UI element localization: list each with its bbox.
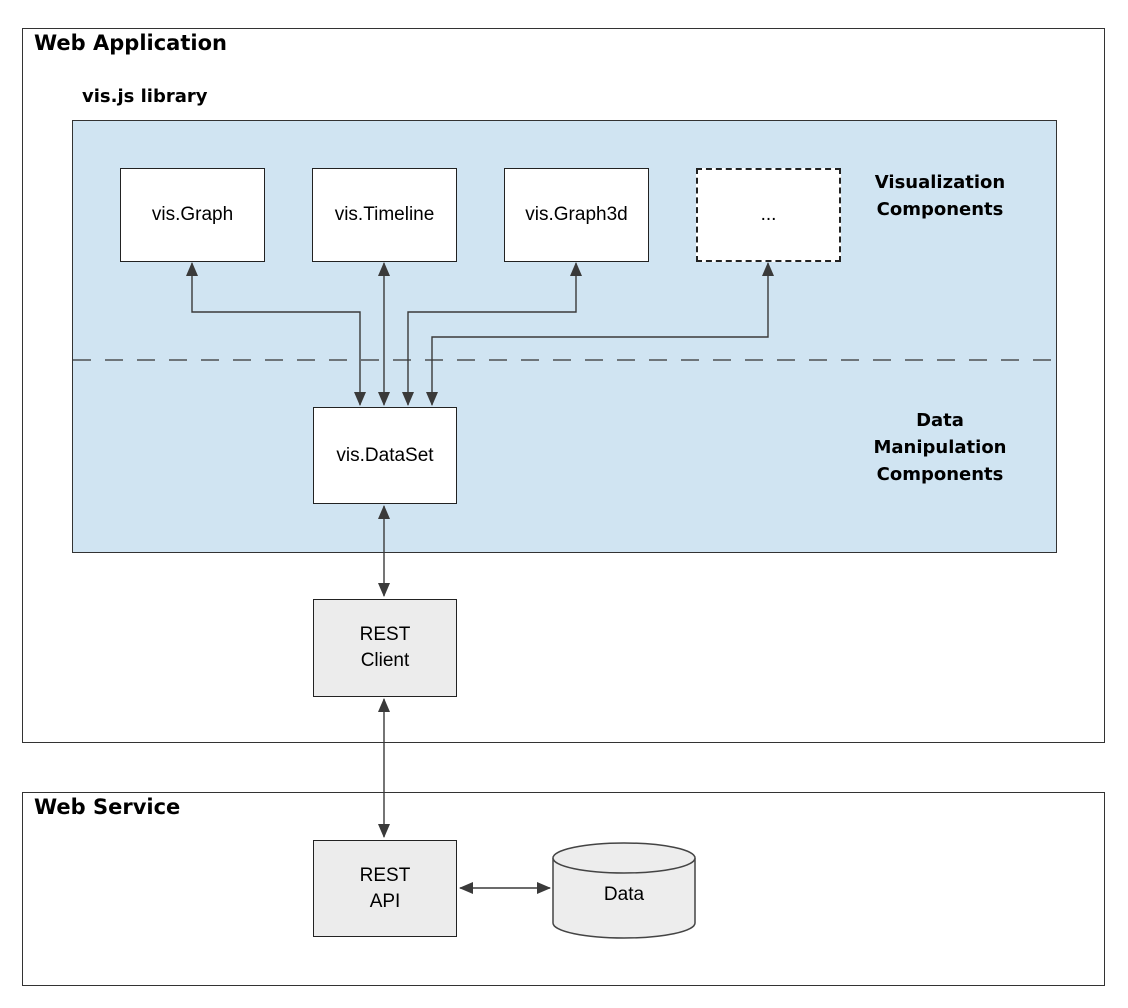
zone-label-data-manipulation-components: Data Manipulation Components [873, 410, 1007, 485]
connector-ellipsis-dataset [426, 262, 774, 406]
connector-visgraph-dataset [186, 262, 366, 406]
node-rest-api: REST API [313, 840, 457, 937]
node-vis-dataset: vis.DataSet [313, 407, 457, 504]
node-vis-graph3d: vis.Graph3d [504, 168, 649, 262]
zone-label-visualization-components: Visualization Components [874, 172, 1006, 220]
node-vis-graph: vis.Graph [120, 168, 265, 262]
database-cylinder-icon [552, 842, 696, 939]
node-ellipsis: ... [696, 168, 841, 262]
node-data-store-label: Data [603, 884, 645, 905]
node-rest-client: REST Client [313, 599, 457, 697]
connector-visgraph3d-dataset [402, 262, 582, 406]
web-application-title: Web Application [34, 31, 227, 55]
node-vis-timeline: vis.Timeline [312, 168, 457, 262]
vis-library-title: vis.js library [82, 86, 208, 107]
web-service-title: Web Service [34, 795, 181, 819]
